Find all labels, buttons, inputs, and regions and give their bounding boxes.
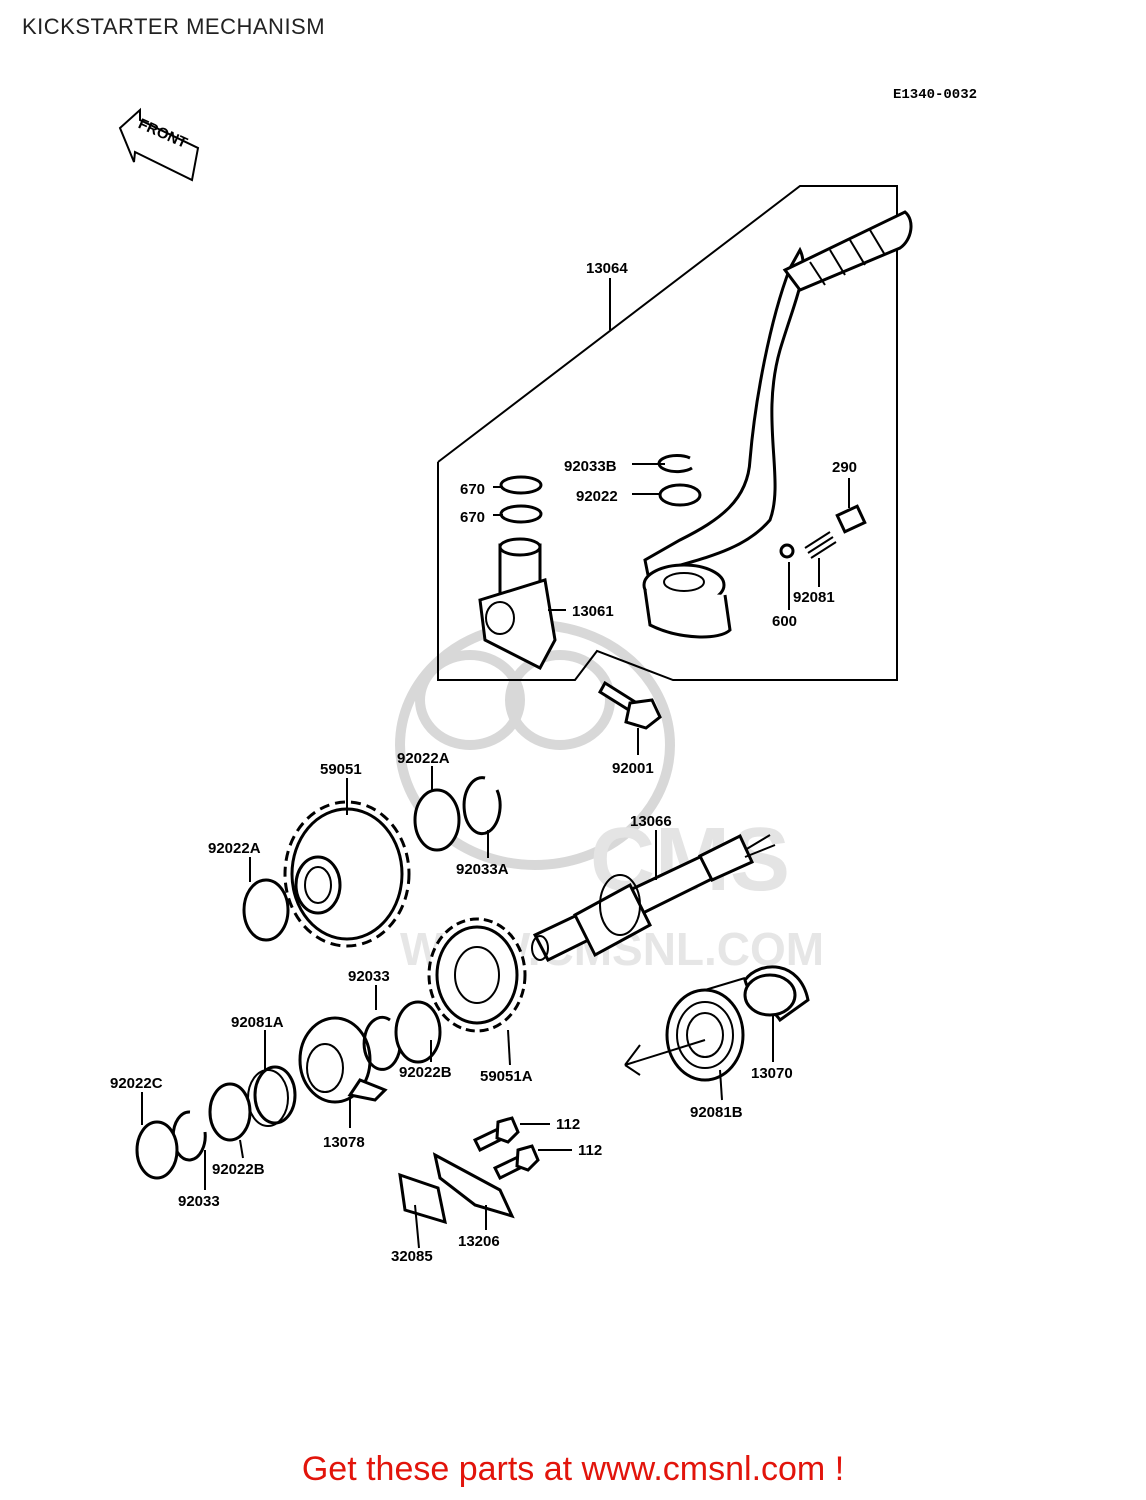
part-label: 92022A bbox=[208, 840, 261, 857]
part-label: 670 bbox=[460, 509, 485, 526]
part-label: 290 bbox=[832, 459, 857, 476]
o-ring-upper bbox=[499, 475, 543, 495]
part-label: 32085 bbox=[391, 1248, 433, 1265]
part-label: 92022C bbox=[110, 1075, 163, 1092]
part-labels: 13064 92033B 92022 290 670 670 13061 920… bbox=[110, 260, 857, 1265]
gear-59051a bbox=[427, 917, 527, 1033]
spring-92081 bbox=[804, 531, 837, 559]
part-label: 112 bbox=[578, 1142, 602, 1159]
guide-13206 bbox=[432, 1152, 515, 1219]
sleeve-13070 bbox=[743, 965, 810, 1023]
o-ring-lower bbox=[499, 504, 543, 524]
circlip-92033a bbox=[462, 776, 502, 836]
part-label: 600 bbox=[772, 613, 797, 630]
gear-59051 bbox=[283, 800, 411, 948]
part-label: 13064 bbox=[586, 260, 628, 277]
washer-92022b-mid bbox=[394, 1000, 442, 1064]
leader-lines bbox=[141, 278, 850, 1249]
circlip-92033-mid bbox=[362, 1015, 402, 1071]
kick-pedal-arm bbox=[642, 210, 913, 639]
part-label: 13061 bbox=[572, 603, 614, 620]
part-label: 92033B bbox=[564, 458, 617, 475]
part-label: 92022 bbox=[576, 488, 618, 505]
diagram-code: E1340-0032 bbox=[893, 87, 978, 103]
ratchet-13078 bbox=[298, 1016, 388, 1104]
washer-92022a-upper bbox=[413, 788, 461, 852]
front-arrow-icon: FRONT bbox=[118, 107, 200, 182]
bolt-112-lower bbox=[492, 1144, 540, 1181]
part-label: 92081B bbox=[690, 1104, 743, 1121]
washer-92022c bbox=[135, 1120, 179, 1180]
bolt-112-upper bbox=[472, 1116, 520, 1153]
washer-92022b-left bbox=[208, 1082, 252, 1142]
part-label: 92081 bbox=[793, 589, 835, 606]
part-label: 92033 bbox=[178, 1193, 220, 1210]
part-label: 92033A bbox=[456, 861, 509, 878]
spring-92081a bbox=[253, 1065, 297, 1125]
washer-92022 bbox=[658, 483, 702, 507]
part-label: 59051A bbox=[480, 1068, 533, 1085]
bolt-290 bbox=[835, 504, 867, 534]
circlip-92033-left bbox=[171, 1110, 207, 1162]
washer-92022a-left bbox=[242, 878, 290, 942]
part-label: 92033 bbox=[348, 968, 390, 985]
part-label: 13078 bbox=[323, 1134, 365, 1151]
part-label: 112 bbox=[556, 1116, 580, 1133]
page-title: KICKSTARTER MECHANISM bbox=[22, 14, 326, 39]
ball-600 bbox=[779, 543, 795, 559]
part-label: 670 bbox=[460, 481, 485, 498]
kick-shaft-clamp bbox=[478, 537, 557, 671]
plate-32085 bbox=[398, 1172, 447, 1225]
spring-92081b bbox=[624, 977, 746, 1082]
part-label: 13070 bbox=[751, 1065, 793, 1082]
bolt-92001 bbox=[597, 680, 662, 730]
part-label: 13206 bbox=[458, 1233, 500, 1250]
front-arrow-label: FRONT bbox=[136, 115, 190, 152]
part-label: 92022B bbox=[399, 1064, 452, 1081]
kick-shaft-13066 bbox=[531, 833, 776, 962]
part-label: 92022A bbox=[397, 750, 450, 767]
part-label: 92001 bbox=[612, 760, 654, 777]
pedal-assembly-outline bbox=[437, 185, 898, 681]
promo-link-text[interactable]: Get these parts at www.cmsnl.com ! bbox=[301, 1450, 845, 1488]
part-label: 92081A bbox=[231, 1014, 284, 1031]
part-label: 13066 bbox=[630, 813, 672, 830]
part-label: 92022B bbox=[212, 1161, 265, 1178]
part-label: 59051 bbox=[320, 761, 362, 778]
